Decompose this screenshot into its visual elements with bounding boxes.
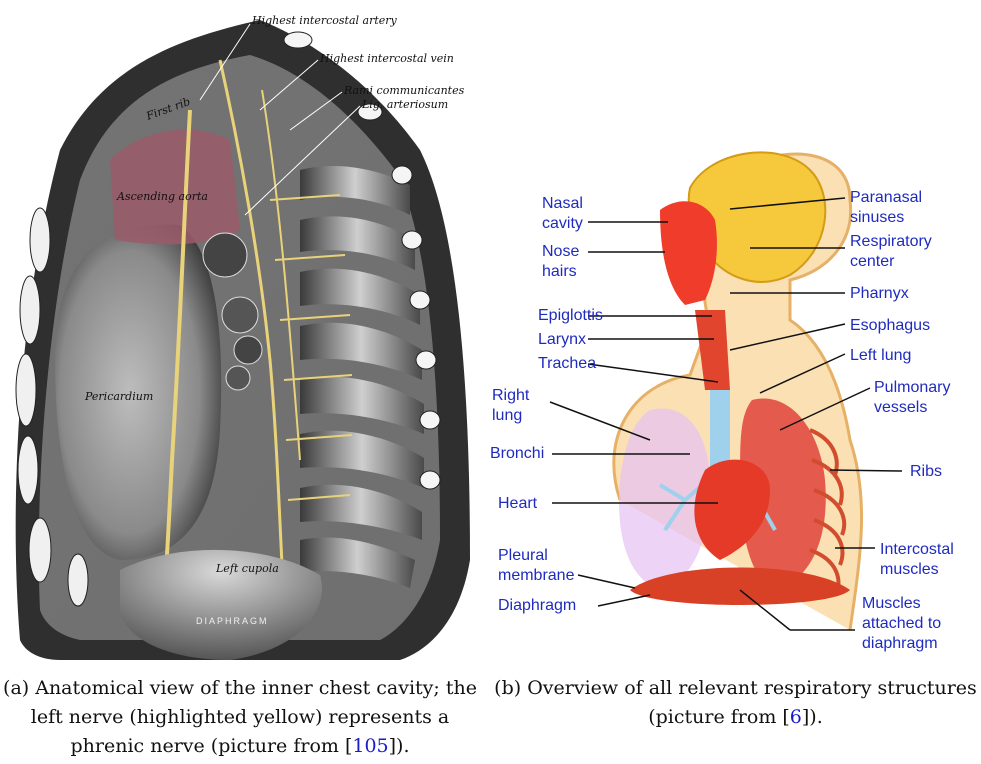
- label-nasal-cavity-1: Nasal: [542, 195, 583, 212]
- label-pulmonary-vessels-1: Pulmonary: [874, 379, 950, 396]
- label-nose-hairs-1: Nose: [542, 243, 579, 260]
- figure-b-illustration: Nasal cavity Nose hairs Epiglottis Laryn…: [490, 140, 981, 670]
- label-lig-arteriosum: Lig. arteriosum: [361, 98, 448, 111]
- label-pericardium: Pericardium: [84, 390, 153, 403]
- label-pleural-membrane-1: Pleural: [498, 547, 548, 564]
- label-esophagus: Esophagus: [850, 317, 930, 334]
- label-pulmonary-vessels-2: vessels: [874, 399, 927, 416]
- figure-a-illustration: Highest intercostal artery Highest inter…: [0, 0, 480, 664]
- label-nasal-cavity-2: cavity: [542, 215, 583, 232]
- label-bronchi: Bronchi: [490, 445, 544, 462]
- caption-a-suffix: ]).: [389, 735, 410, 757]
- caption-b-ref-link[interactable]: 6: [790, 706, 802, 728]
- label-left-cupola: Left cupola: [215, 562, 279, 575]
- label-respiratory-center-2: center: [850, 253, 895, 270]
- label-highest-intercostal-vein: Highest intercostal vein: [319, 52, 454, 65]
- label-muscles-attached-2: attached to: [862, 615, 941, 632]
- caption-b-suffix: ]).: [802, 706, 823, 728]
- caption-a-ref-link[interactable]: 105: [352, 735, 388, 757]
- label-muscles-attached-1: Muscles: [862, 595, 921, 612]
- label-larynx: Larynx: [538, 331, 586, 348]
- label-diaphragm: DIAPHRAGM: [196, 616, 269, 626]
- label-paranasal-sinuses-1: Paranasal: [850, 189, 922, 206]
- label-right-lung-2: lung: [492, 407, 522, 424]
- label-ascending-aorta: Ascending aorta: [116, 190, 208, 203]
- label-muscles-attached-3: diaphragm: [862, 635, 938, 652]
- aorta-region: [110, 130, 240, 245]
- trachea: [710, 390, 730, 470]
- label-nose-hairs-2: hairs: [542, 263, 577, 280]
- label-right-lung-1: Right: [492, 387, 530, 404]
- label-ribs: Ribs: [910, 463, 942, 480]
- label-pleural-membrane-2: membrane: [498, 567, 575, 584]
- label-intercostal-muscles-1: Intercostal: [880, 541, 954, 558]
- label-respiratory-center-1: Respiratory: [850, 233, 932, 250]
- label-rami-communicantes: Rami communicantes: [343, 84, 465, 97]
- chest-cavity-drawing: Highest intercostal artery Highest inter…: [0, 0, 480, 664]
- label-highest-intercostal-artery: Highest intercostal artery: [251, 14, 398, 27]
- label-intercostal-muscles-2: muscles: [880, 561, 939, 578]
- label-epiglottis: Epiglottis: [538, 307, 603, 324]
- label-left-lung: Left lung: [850, 347, 911, 364]
- caption-figure-a: (a) Anatomical view of the inner chest c…: [0, 674, 480, 761]
- label-pharnyx: Pharnyx: [850, 285, 909, 302]
- caption-figure-b: (b) Overview of all relevant respiratory…: [490, 674, 981, 732]
- label-trachea: Trachea: [538, 355, 596, 372]
- label-heart: Heart: [498, 495, 538, 512]
- nasal-region: [660, 201, 717, 305]
- caption-b-text: (b) Overview of all relevant respiratory…: [494, 677, 977, 728]
- label-diaphragm: Diaphragm: [498, 597, 576, 614]
- label-paranasal-sinuses-2: sinuses: [850, 209, 904, 226]
- respiratory-diagram: Nasal cavity Nose hairs Epiglottis Laryn…: [490, 140, 981, 670]
